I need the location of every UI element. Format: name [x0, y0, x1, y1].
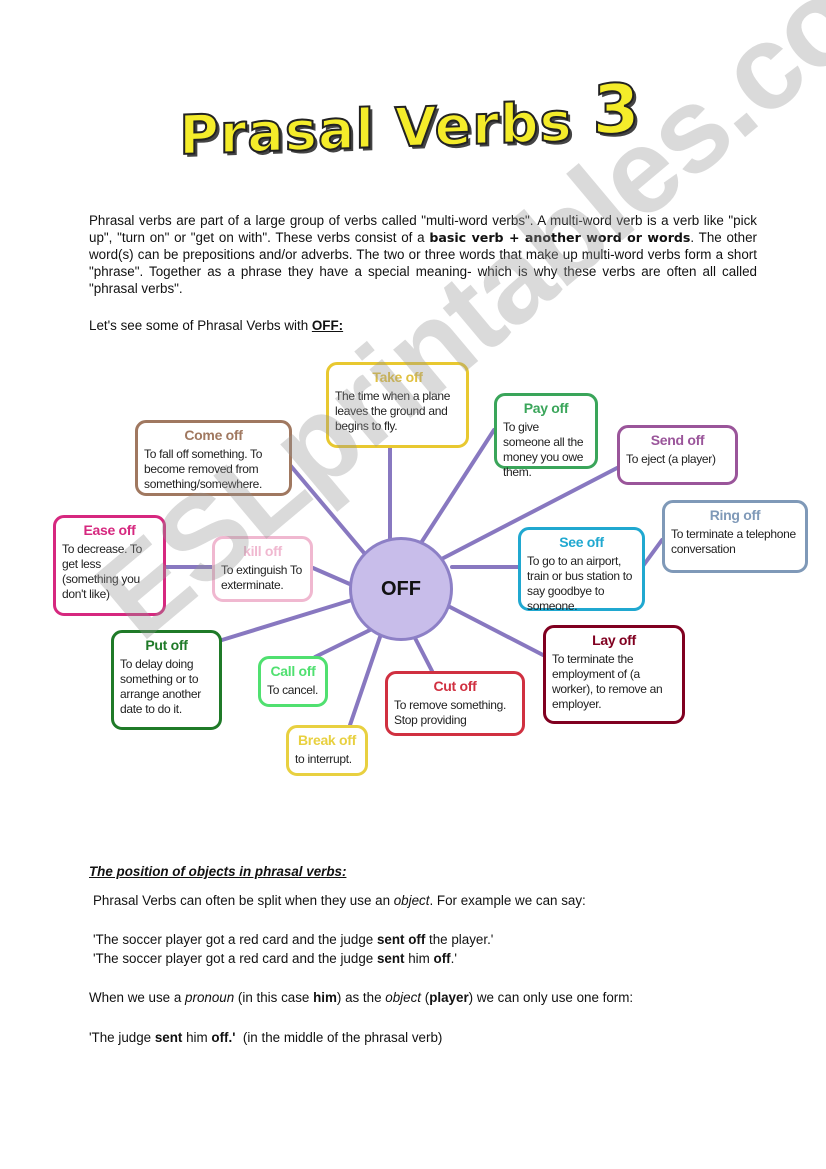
- box-title: Take off: [372, 369, 423, 385]
- box-title: Call off: [270, 663, 316, 679]
- box-text: The time when a plane leaves the ground …: [335, 389, 451, 433]
- text: .': [450, 951, 457, 966]
- box-call-off: Call off To cancel.: [258, 656, 328, 707]
- box-title: Come off: [184, 427, 243, 443]
- text-bold: off.': [211, 1030, 236, 1045]
- line-break-off: [348, 635, 382, 727]
- text-bold: sent off: [376, 932, 426, 947]
- text: him: [182, 1030, 212, 1045]
- intro-text: Phrasal verbs are part of a large group …: [89, 213, 757, 245]
- box-text: To eject (a player): [626, 452, 716, 466]
- text: (in this case: [234, 990, 314, 1005]
- text: ) as the: [336, 990, 386, 1005]
- box-see-off: See off To go to an airport, train or bus…: [518, 527, 645, 613]
- box-text: To give someone all the money you owe th…: [503, 420, 584, 479]
- position-heading: The position of objects in phrasal verbs…: [89, 864, 347, 879]
- box-pay-off: Pay off To give someone all the money you…: [494, 393, 598, 479]
- text: Phrasal Verbs can often be split when th…: [93, 893, 394, 908]
- position-line-1: Phrasal Verbs can often be split when th…: [93, 893, 586, 908]
- lead-bold: OFF:: [311, 318, 344, 333]
- intro-bold: basic verb + another word or words: [429, 230, 691, 245]
- connector-lines: [164, 428, 664, 727]
- box-lay-off: Lay off To terminate the employment of (a…: [543, 625, 685, 724]
- text-italic: object: [385, 990, 422, 1005]
- pronoun-line: When we use a pronoun (in this case him)…: [89, 990, 633, 1005]
- box-title: kill off: [243, 543, 282, 559]
- line-call-off: [313, 628, 372, 659]
- box-put-off: Put off To delay doing something or to ar…: [111, 630, 222, 730]
- line-lay-off: [448, 605, 545, 657]
- example-line-3: 'The judge sent him off.' (in the middle…: [89, 1030, 442, 1045]
- box-text: To go to an airport, train or bus statio…: [527, 554, 633, 613]
- text-bold: him: [313, 990, 337, 1005]
- text: ) we can only use one form:: [468, 990, 634, 1005]
- box-title: Lay off: [592, 632, 636, 648]
- box-ring-off: Ring off To terminate a telephone convers…: [662, 500, 808, 573]
- line-kill-off: [311, 566, 354, 587]
- lead-text: Let's see some of Phrasal Verbs with: [89, 318, 312, 333]
- intro-paragraph: Phrasal verbs are part of a large group …: [89, 212, 757, 297]
- text: (in the middle of the phrasal verb): [235, 1030, 443, 1045]
- box-title: Ease off: [83, 522, 136, 538]
- example-line-1: 'The soccer player got a red card and th…: [93, 932, 493, 947]
- text: When we use a: [89, 990, 186, 1005]
- line-come-off: [288, 463, 372, 562]
- example-line-2: 'The soccer player got a red card and th…: [93, 951, 457, 966]
- text: 'The soccer player got a red card and th…: [93, 951, 377, 966]
- center-label: OFF: [381, 577, 421, 600]
- box-text: To remove something. Stop providing: [394, 698, 507, 727]
- line-cut-off: [413, 636, 434, 673]
- text: 'The soccer player got a red card and th…: [93, 932, 377, 947]
- box-ease-off: Ease off To decrease. To get less (someth…: [53, 515, 166, 616]
- box-text: To fall off something. To become removed…: [144, 447, 263, 491]
- line-pay-off: [408, 428, 496, 562]
- text: 'The judge: [89, 1030, 155, 1045]
- box-cut-off: Cut off To remove something. Stop providi…: [385, 671, 525, 736]
- text: the player.': [425, 932, 494, 947]
- box-title: See off: [559, 534, 604, 550]
- box-come-off: Come off To fall off something. To become…: [135, 420, 292, 496]
- lead-line: Let's see some of Phrasal Verbs with OFF…: [89, 318, 343, 333]
- box-text: To delay doing something or to arrange a…: [120, 657, 201, 716]
- box-title: Put off: [145, 637, 188, 653]
- line-put-off: [220, 598, 354, 642]
- box-text: To cancel.: [267, 683, 319, 697]
- text-bold: sent: [376, 951, 405, 966]
- box-kill-off: kill off To extinguish To exterminate.: [212, 536, 313, 602]
- box-title: Pay off: [523, 400, 569, 416]
- text-italic: pronoun: [185, 990, 235, 1005]
- text-italic: object: [393, 893, 430, 908]
- box-break-off: Break off to interrupt.: [286, 725, 368, 776]
- line-send-off: [428, 466, 619, 567]
- box-text: To terminate the employment of (a worker…: [552, 652, 663, 711]
- box-text: To decrease. To get less (something you …: [62, 542, 142, 601]
- box-title: Send off: [650, 432, 705, 448]
- text: (: [421, 990, 430, 1005]
- box-text: To extinguish To exterminate.: [221, 563, 303, 592]
- intro-text-rest: . The other word(s) can be prepositions …: [89, 230, 758, 296]
- text-bold: sent: [154, 1030, 183, 1045]
- text: him: [404, 951, 434, 966]
- box-title: Break off: [298, 732, 356, 748]
- text-bold: player: [429, 990, 469, 1005]
- box-send-off: Send off To eject (a player): [617, 425, 738, 485]
- box-title: Ring off: [709, 507, 761, 523]
- box-title: Cut off: [433, 678, 477, 694]
- center-off-circle: OFF: [349, 537, 453, 641]
- box-text: to interrupt.: [295, 752, 352, 766]
- text-bold: off: [433, 951, 451, 966]
- box-text: To terminate a telephone conversation: [671, 527, 796, 556]
- text: . For example we can say:: [429, 893, 586, 908]
